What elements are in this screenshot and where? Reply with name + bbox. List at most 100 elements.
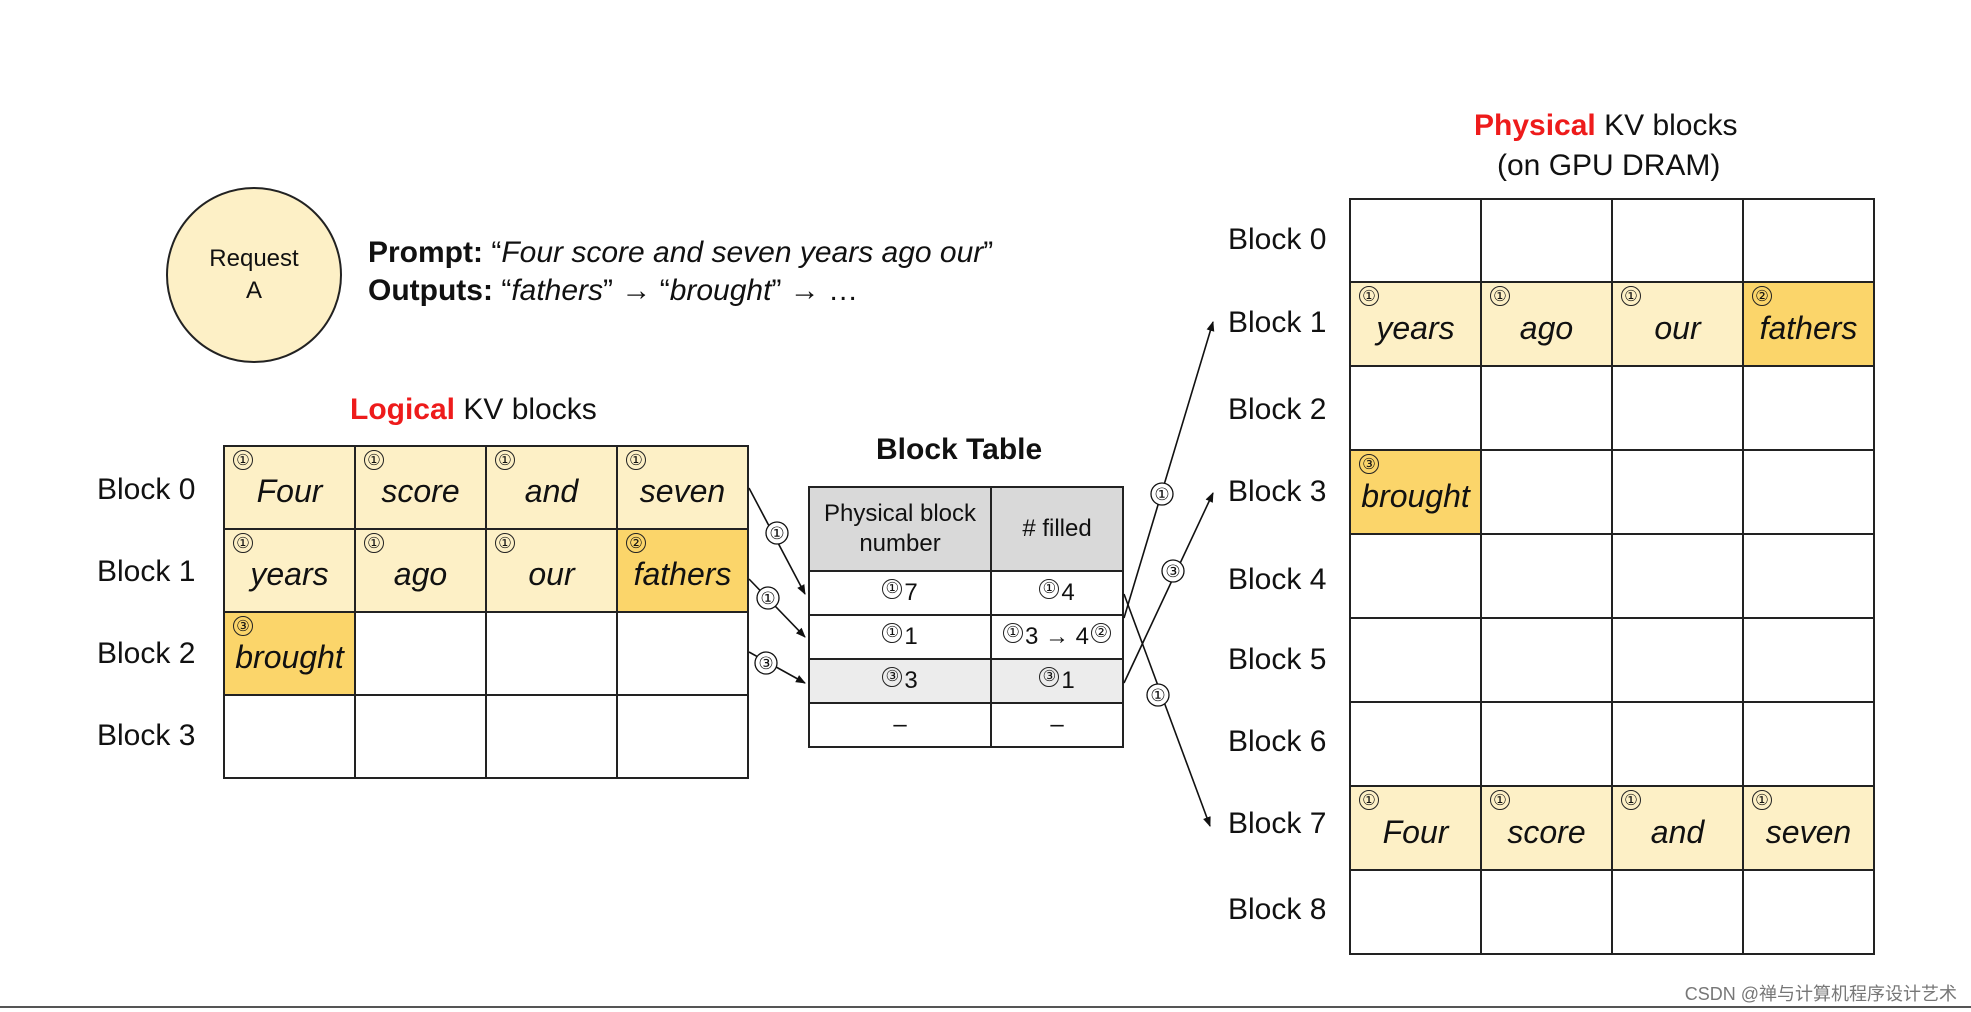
token-word: and	[524, 473, 579, 509]
outputs-q2: ” → “	[603, 274, 670, 307]
physical-row-label: Block 6	[1228, 725, 1327, 758]
physical-row-label: Block 7	[1228, 807, 1327, 840]
physical-block-number: 1	[904, 623, 918, 650]
token-word: seven	[1765, 813, 1852, 850]
arrow-label: ③	[758, 654, 773, 673]
filled-badge: ①	[1002, 623, 1023, 643]
prompt-open-quote: “	[491, 236, 502, 269]
prompt-text: Four score and seven years ago our	[501, 236, 984, 269]
request-a-circle: Request A	[166, 187, 342, 363]
filled-value: 4	[1061, 579, 1075, 606]
header-filled: # filled	[990, 486, 1124, 572]
filled-badge: ①	[1039, 579, 1060, 599]
logical-block-slot: ③ brought	[223, 611, 356, 696]
block-number-badge: ③	[882, 667, 903, 687]
physical-title: Physical KV blocks	[1474, 109, 1737, 143]
token-slot-badge: ①	[495, 450, 515, 470]
physical-row-label: Block 0	[1228, 223, 1327, 256]
logical-block-slot: ① and	[485, 445, 618, 530]
token-word: our	[1654, 309, 1701, 346]
token-word: Four	[256, 473, 323, 509]
logical-row-label: Block 1	[97, 555, 196, 588]
physical-block-slot	[1480, 533, 1613, 619]
logical-grid-row	[223, 694, 749, 779]
token-word: score	[381, 473, 460, 509]
physical-block-slot	[1742, 617, 1875, 703]
physical-block-slot	[1480, 701, 1613, 787]
physical-block-slot	[1480, 617, 1613, 703]
logical-grid-row: ③ brought	[223, 611, 749, 696]
block-number-badge: ①	[882, 579, 903, 599]
arrow-label: ①	[769, 524, 784, 543]
physical-block-slot	[1611, 449, 1744, 535]
physical-block-slot	[1742, 701, 1875, 787]
request-line1: Request	[209, 245, 299, 272]
outputs-word-2: brought	[669, 274, 772, 307]
token-slot-badge: ①	[364, 450, 384, 470]
token-word: seven	[639, 473, 726, 509]
logical-block-slot	[223, 694, 356, 779]
token-word: ago	[1519, 309, 1574, 346]
physical-row-label: Block 2	[1228, 393, 1327, 426]
logical-title-highlight: Logical	[350, 393, 456, 426]
token-slot-badge: ①	[626, 450, 646, 470]
arrow-label: ①	[1154, 485, 1169, 504]
token-word: Four	[1382, 813, 1449, 850]
token-word: and	[1650, 813, 1705, 850]
token-slot-badge: ②	[626, 533, 646, 553]
arrow-row2-to-block3	[1123, 492, 1214, 684]
token-word: fathers	[633, 556, 732, 592]
physical-block-slot	[1742, 365, 1875, 451]
filled-badge-2: ②	[1091, 623, 1112, 643]
arrow-label: ③	[1165, 562, 1180, 581]
request-line2: A	[245, 277, 262, 304]
logical-block-slot	[616, 611, 749, 696]
logical-block-slot	[616, 694, 749, 779]
physical-grid-row	[1349, 365, 1875, 451]
physical-block-slot	[1480, 365, 1613, 451]
logical-title-rest: KV blocks	[455, 393, 597, 426]
bottom-divider	[0, 1006, 1971, 1008]
physical-block-slot	[1742, 869, 1875, 955]
token-slot-badge: ①	[1359, 286, 1379, 306]
arrow-row0-to-block7	[1123, 593, 1211, 827]
logical-block-slot	[354, 694, 487, 779]
physical-block-number: –	[893, 711, 907, 738]
physical-subtitle: (on GPU DRAM)	[1497, 149, 1721, 182]
outputs-q3: ” → …	[771, 274, 859, 307]
physical-title-rest: KV blocks	[1595, 109, 1738, 142]
token-slot-badge: ②	[1752, 286, 1772, 306]
token-word: fathers	[1759, 309, 1858, 346]
physical-block-slot	[1742, 449, 1875, 535]
token-slot-badge: ③	[233, 616, 253, 636]
logical-block-slot: ② fathers	[616, 528, 749, 613]
token-word: our	[528, 556, 575, 592]
physical-grid-row	[1349, 869, 1875, 955]
physical-grid-row	[1349, 617, 1875, 703]
arrow-row1-to-block1	[1123, 321, 1215, 619]
arrow-label: ①	[1150, 686, 1165, 705]
physical-grid-row	[1349, 701, 1875, 787]
header-physical-block-number: Physical block number	[808, 486, 992, 572]
physical-block-slot	[1611, 365, 1744, 451]
physical-block-slot	[1742, 198, 1875, 283]
token-slot-badge: ①	[233, 533, 253, 553]
token-word: brought	[235, 639, 344, 675]
physical-block-slot	[1611, 869, 1744, 955]
token-word: ago	[393, 556, 448, 592]
physical-grid-row	[1349, 533, 1875, 619]
token-slot-badge: ①	[233, 450, 253, 470]
physical-block-slot	[1480, 449, 1613, 535]
token-slot-badge: ①	[495, 533, 515, 553]
